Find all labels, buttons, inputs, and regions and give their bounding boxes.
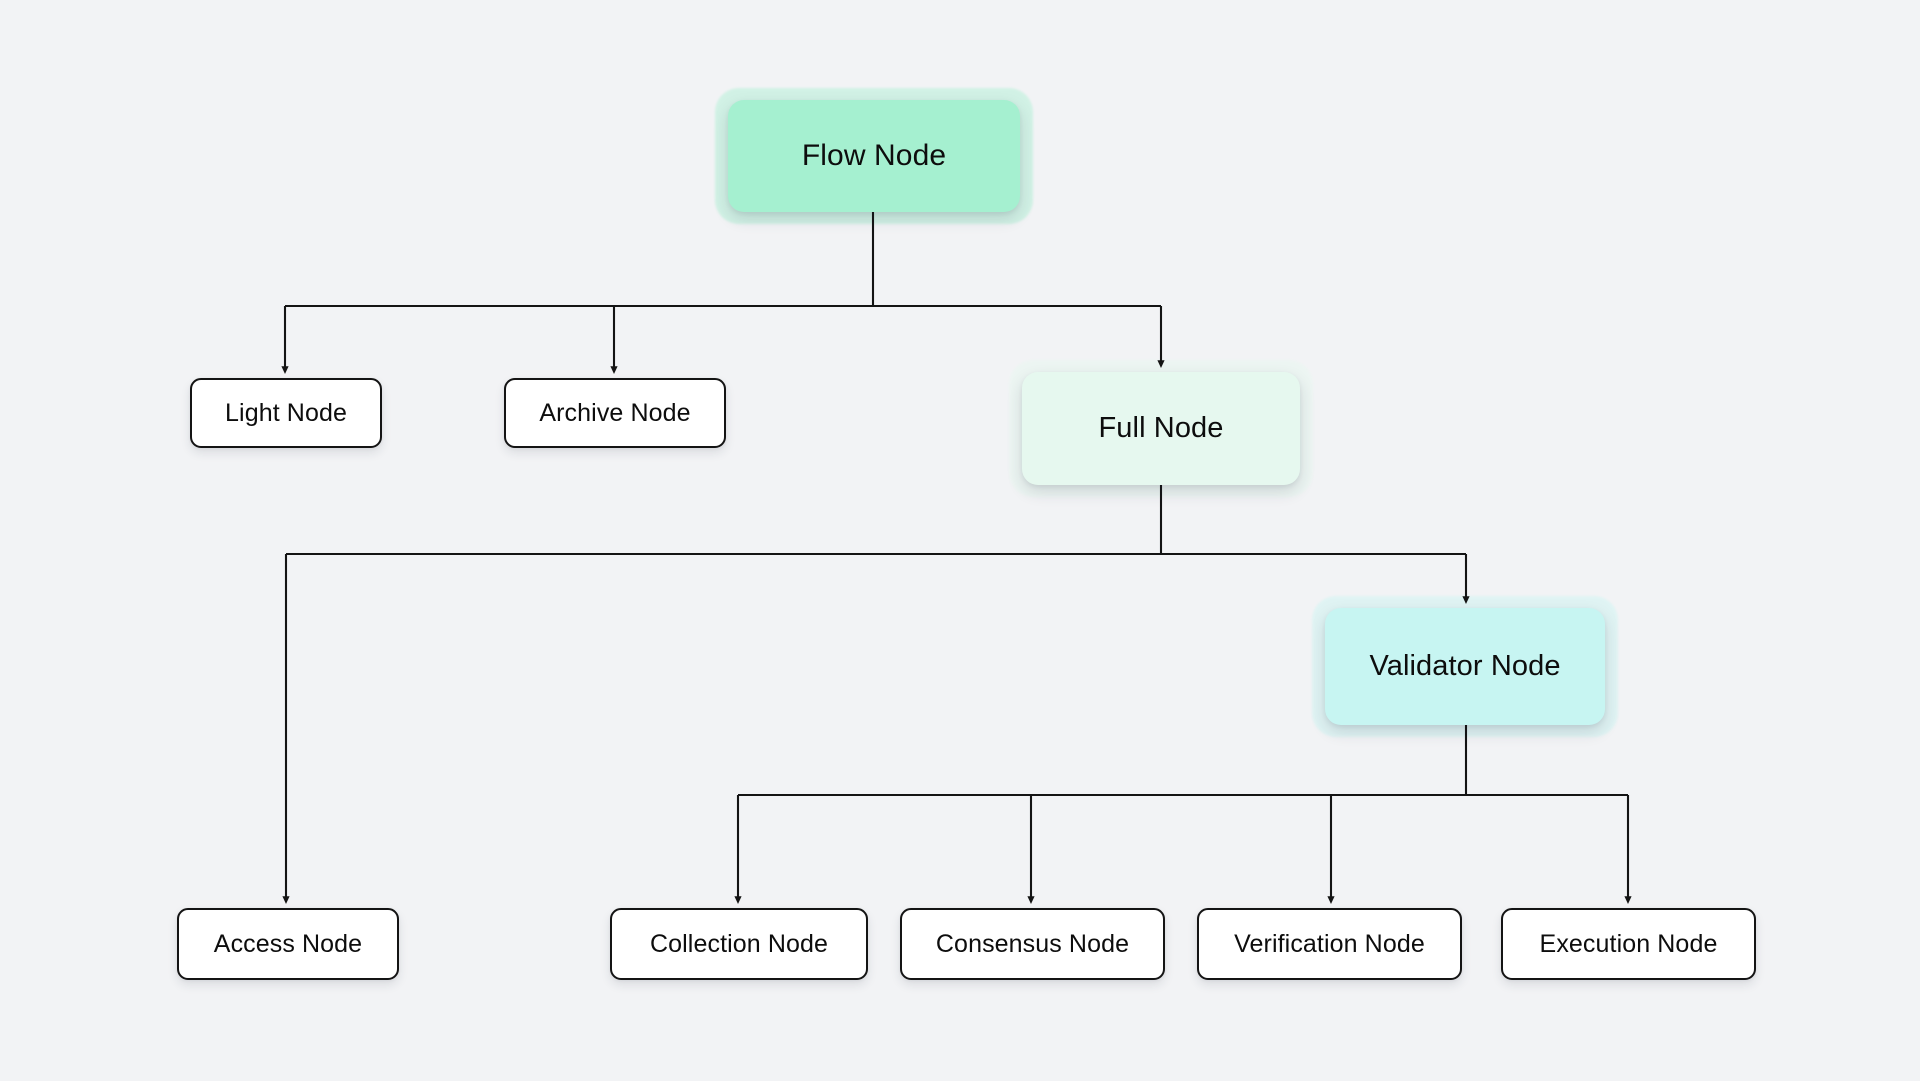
node-label: Full Node <box>1098 411 1224 444</box>
node-consensus-node[interactable]: Consensus Node <box>900 908 1165 980</box>
node-label: Verification Node <box>1234 929 1425 958</box>
node-validator-node[interactable]: Validator Node <box>1325 608 1605 725</box>
node-collection-node[interactable]: Collection Node <box>610 908 868 980</box>
node-execution-node[interactable]: Execution Node <box>1501 908 1756 980</box>
node-verification-node[interactable]: Verification Node <box>1197 908 1462 980</box>
node-label: Archive Node <box>539 398 691 427</box>
node-label: Consensus Node <box>935 929 1130 958</box>
node-label: Flow Node <box>801 138 947 172</box>
node-light-node[interactable]: Light Node <box>190 378 382 448</box>
node-label: Light Node <box>225 398 347 427</box>
node-label: Access Node <box>213 929 363 958</box>
node-full-node[interactable]: Full Node <box>1022 372 1300 485</box>
node-label: Execution Node <box>1539 929 1718 958</box>
node-access-node[interactable]: Access Node <box>177 908 399 980</box>
node-archive-node[interactable]: Archive Node <box>504 378 726 448</box>
node-label: Validator Node <box>1369 649 1561 682</box>
node-flow-node[interactable]: Flow Node <box>728 100 1020 212</box>
node-label: Collection Node <box>650 929 828 958</box>
